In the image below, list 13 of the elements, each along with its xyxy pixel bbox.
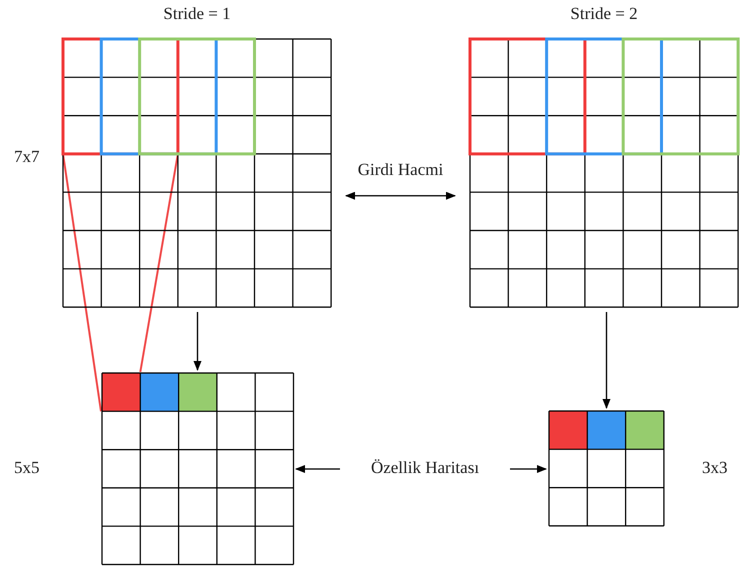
receptive-field-line [62, 154, 102, 412]
grid-heading: Stride = 2 [569, 4, 639, 24]
text-label: Özellik Haritası [350, 458, 500, 480]
size-label: 7x7 [14, 147, 40, 167]
grid-heading: Stride = 1 [162, 4, 232, 24]
arrow [602, 312, 610, 409]
arrow [510, 465, 547, 473]
size-label: 3x3 [702, 458, 728, 478]
arrow [345, 192, 456, 200]
arrow [295, 465, 340, 473]
size-label: 5x5 [14, 458, 40, 478]
arrow [194, 312, 202, 371]
receptive-field-line [139, 154, 179, 372]
